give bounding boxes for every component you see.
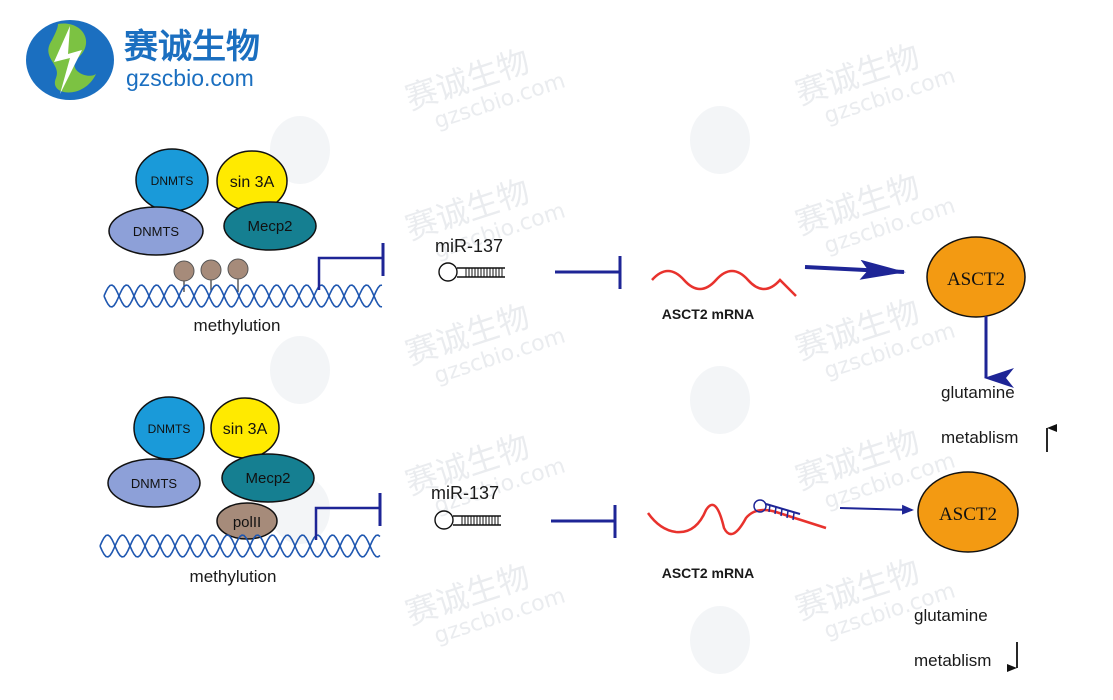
dna-strand bbox=[103, 284, 383, 308]
mecp2-label: Mecp2 bbox=[247, 218, 292, 235]
mecp2-protein-top bbox=[223, 201, 317, 251]
asct2-label-bottom: ASCT2 bbox=[939, 504, 997, 525]
promoter-arrow-top bbox=[317, 256, 383, 290]
methyl-groups-top bbox=[173, 258, 249, 292]
dnmts-label: DNMTS bbox=[151, 174, 194, 188]
translation-arrow-bottom bbox=[839, 504, 914, 515]
dna-helix-bottom bbox=[99, 534, 381, 558]
translation-arrow-top bbox=[804, 259, 906, 280]
dna-strand bbox=[103, 284, 383, 308]
sin3a-label: sin 3A bbox=[223, 421, 268, 438]
mirna-hairpin-icon bbox=[438, 262, 505, 282]
watermark-group: 赛诚生物 gzscbio.com 赛诚生物 gzscbio.com 赛诚生物 g… bbox=[270, 37, 958, 674]
watermark-leaf-icon bbox=[690, 366, 750, 434]
dnmts-protein-bottom-1 bbox=[133, 396, 205, 460]
brand-logo: 赛诚生物 gzscbio.com bbox=[26, 20, 260, 100]
mrna-label-bottom: ASCT2 mRNA bbox=[662, 565, 755, 581]
bound-mirna-icon bbox=[753, 499, 801, 521]
watermark-leaf-icon bbox=[690, 606, 750, 674]
pol2-label: polII bbox=[233, 514, 261, 531]
logo-url-text: gzscbio.com bbox=[126, 65, 254, 91]
dna-helix-top bbox=[103, 284, 383, 308]
logo-bolt-icon bbox=[54, 26, 82, 94]
outcome-line1-top: glutamine bbox=[941, 383, 1015, 402]
outcome-line2-top: metablism bbox=[941, 428, 1018, 447]
watermark-leaf-icon bbox=[270, 336, 330, 404]
asct2-protein-top bbox=[926, 236, 1026, 318]
watermark-leaf-icon bbox=[270, 116, 330, 184]
dna-strand bbox=[99, 534, 381, 558]
dnmts-label: DNMTS bbox=[131, 476, 178, 491]
outcome-line1-bottom: glutamine bbox=[914, 606, 988, 625]
asct2-label-top: ASCT2 bbox=[947, 269, 1005, 290]
dna-label-top: methylution bbox=[194, 316, 281, 335]
asct2-protein-bottom bbox=[917, 471, 1019, 553]
outcome-line2-bottom: metablism bbox=[914, 651, 991, 670]
mirna-hairpin-icon bbox=[434, 510, 501, 530]
dnmts-label: DNMTS bbox=[148, 422, 191, 436]
dnmts-label: DNMTS bbox=[133, 224, 180, 239]
bottom-panel: DNMTS sin 3A DNMTS Mecp2 polII methyluti… bbox=[99, 396, 1019, 672]
promoter-arrow-bottom bbox=[314, 506, 380, 540]
dna-label-bottom: methylution bbox=[190, 567, 277, 586]
mecp2-label: Mecp2 bbox=[245, 470, 290, 487]
mrna-strand-top bbox=[651, 269, 797, 297]
watermark-leaf-icon bbox=[690, 106, 750, 174]
dnmts-protein-bottom-2 bbox=[107, 458, 201, 508]
mrna-strand-bottom bbox=[646, 503, 827, 536]
top-panel: DNMTS sin 3A DNMTS Mecp2 methylution miR… bbox=[103, 148, 1057, 452]
mecp2-protein-bottom bbox=[221, 453, 315, 503]
dnmts-protein-top-2 bbox=[108, 206, 204, 256]
sin3a-label: sin 3A bbox=[230, 174, 275, 191]
logo-cn-text: 赛诚生物 bbox=[124, 27, 260, 67]
mirna-label-bottom: miR-137 bbox=[431, 483, 499, 503]
mrna-label-top: ASCT2 mRNA bbox=[662, 306, 755, 322]
dna-strand bbox=[99, 534, 381, 558]
mirna-label-top: miR-137 bbox=[435, 236, 503, 256]
